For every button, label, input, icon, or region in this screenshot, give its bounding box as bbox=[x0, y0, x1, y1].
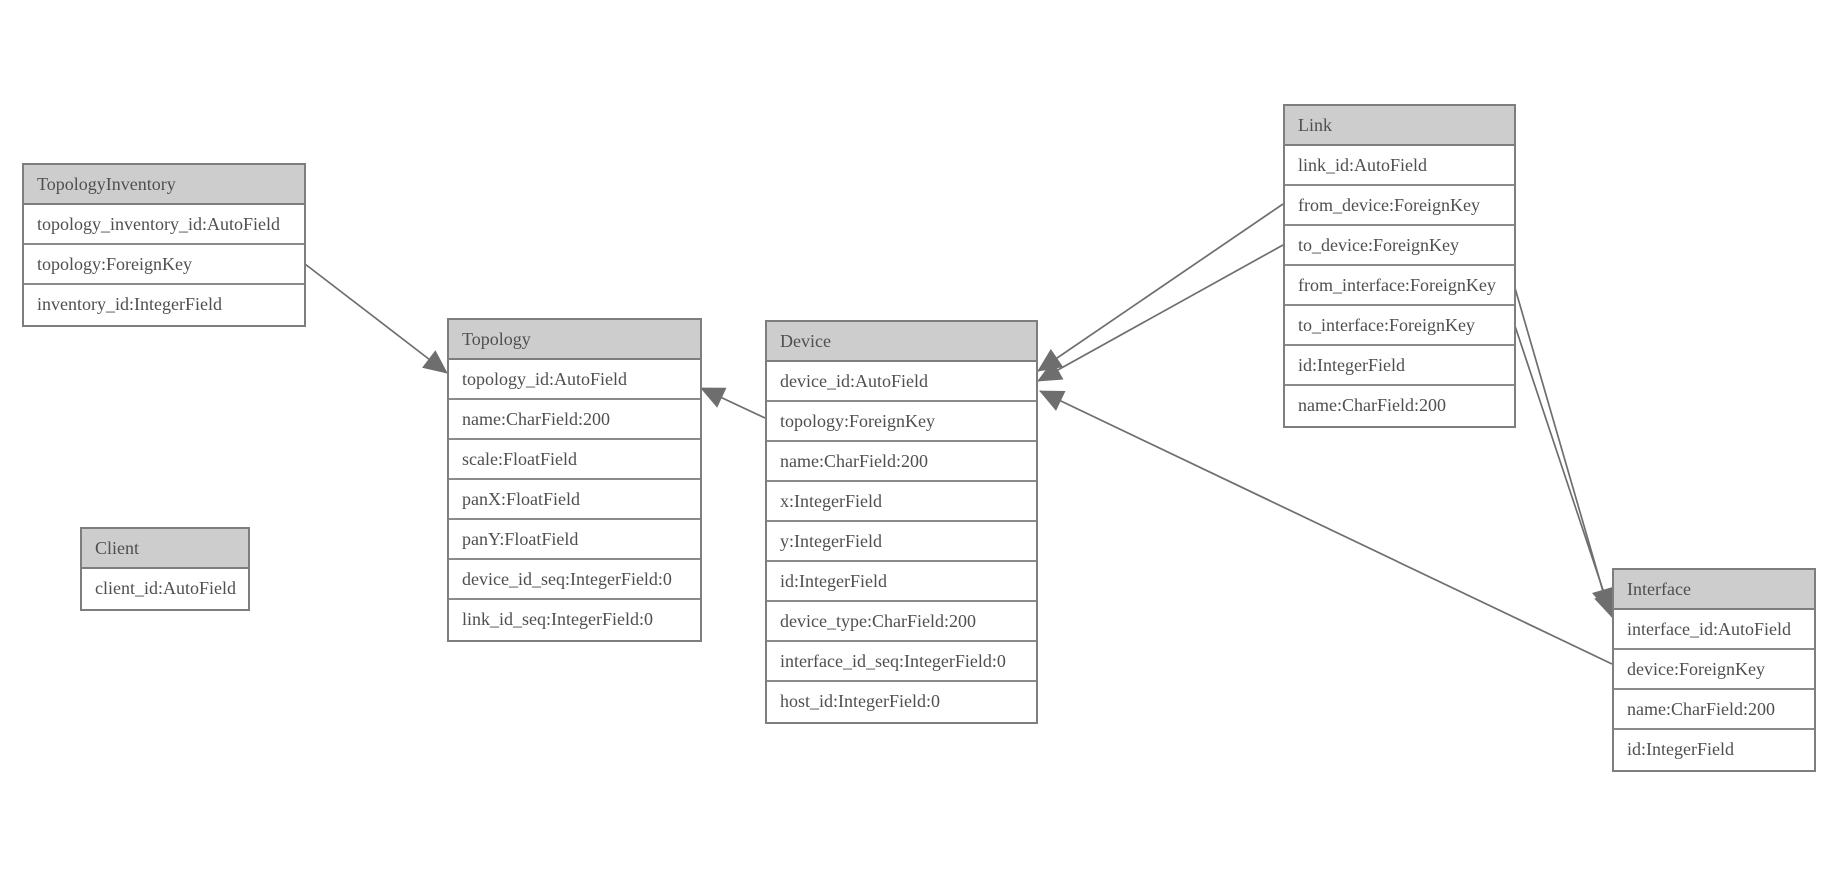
relation-line-device-topology-to-topology bbox=[700, 387, 766, 419]
table-field-row: y:IntegerField bbox=[767, 522, 1036, 562]
table-field-row: from_device:ForeignKey bbox=[1285, 186, 1514, 226]
table-field-row: device:ForeignKey bbox=[1614, 650, 1814, 690]
table-field-row: panX:FloatField bbox=[449, 480, 700, 520]
table-field-row: id:IntegerField bbox=[1614, 730, 1814, 770]
table-field-row: link_id_seq:IntegerField:0 bbox=[449, 600, 700, 640]
table-title: Link bbox=[1285, 106, 1514, 146]
table-title: Interface bbox=[1614, 570, 1814, 610]
relation-line-link-to_device-to-device bbox=[1037, 244, 1284, 382]
table-title: TopologyInventory bbox=[24, 165, 304, 205]
relation-line-link-to_interface-to-interface bbox=[1514, 325, 1616, 618]
table-field-row: to_interface:ForeignKey bbox=[1285, 306, 1514, 346]
table-field-row: name:CharField:200 bbox=[767, 442, 1036, 482]
relation-line-topologyinventory-topology-to-topology bbox=[304, 263, 448, 374]
table-field-row: topology_id:AutoField bbox=[449, 360, 700, 400]
table-field-row: name:CharField:200 bbox=[1614, 690, 1814, 730]
relation-line-interface-device-to-device bbox=[1039, 390, 1613, 665]
table-field-row: id:IntegerField bbox=[767, 562, 1036, 602]
table-field-row: topology:ForeignKey bbox=[767, 402, 1036, 442]
table-field-row: client_id:AutoField bbox=[82, 569, 248, 609]
table-title: Device bbox=[767, 322, 1036, 362]
table-field-row: name:CharField:200 bbox=[449, 400, 700, 440]
table-field-row: interface_id:AutoField bbox=[1614, 610, 1814, 650]
table-field-row: topology:ForeignKey bbox=[24, 245, 304, 285]
table-field-row: inventory_id:IntegerField bbox=[24, 285, 304, 325]
table-field-row: scale:FloatField bbox=[449, 440, 700, 480]
table-field-row: from_interface:ForeignKey bbox=[1285, 266, 1514, 306]
relation-line-link-from_device-to-device bbox=[1037, 203, 1284, 372]
table-field-row: device_type:CharField:200 bbox=[767, 602, 1036, 642]
table-title: Topology bbox=[449, 320, 700, 360]
table-field-row: id:IntegerField bbox=[1285, 346, 1514, 386]
table-field-row: name:CharField:200 bbox=[1285, 386, 1514, 426]
table-title: Client bbox=[82, 529, 248, 569]
table-field-row: link_id:AutoField bbox=[1285, 146, 1514, 186]
table-field-row: to_device:ForeignKey bbox=[1285, 226, 1514, 266]
table-field-row: topology_inventory_id:AutoField bbox=[24, 205, 304, 245]
table-field-row: device_id:AutoField bbox=[767, 362, 1036, 402]
table-field-row: device_id_seq:IntegerField:0 bbox=[449, 560, 700, 600]
table-field-row: x:IntegerField bbox=[767, 482, 1036, 522]
relation-line-link-from_interface-to-interface bbox=[1514, 287, 1614, 613]
table-field-row: host_id:IntegerField:0 bbox=[767, 682, 1036, 722]
table-field-row: panY:FloatField bbox=[449, 520, 700, 560]
table-field-row: interface_id_seq:IntegerField:0 bbox=[767, 642, 1036, 682]
